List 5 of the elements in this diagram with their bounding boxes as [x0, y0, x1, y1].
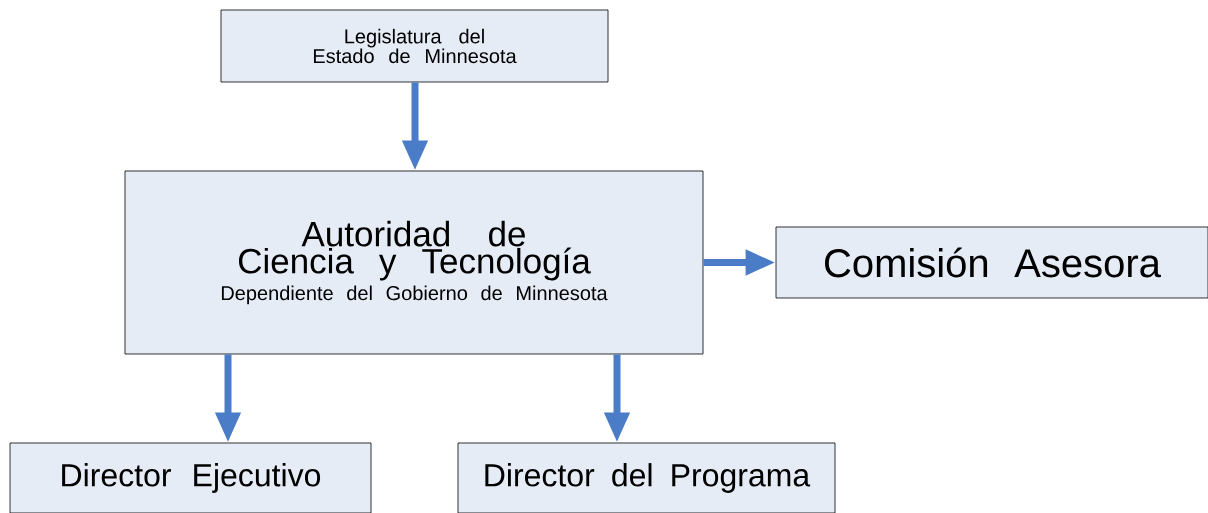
box: Director del Programa	[457, 442, 836, 513]
box: Comisión Asesora	[775, 226, 1208, 299]
box: Director Ejecutivo	[9, 442, 372, 513]
box: Autoridad de Ciencia y Tecnología Dependiente del Gobierno de Minnesota	[124, 170, 704, 355]
box: Legislatura del Estado de Minnesota	[220, 9, 609, 83]
